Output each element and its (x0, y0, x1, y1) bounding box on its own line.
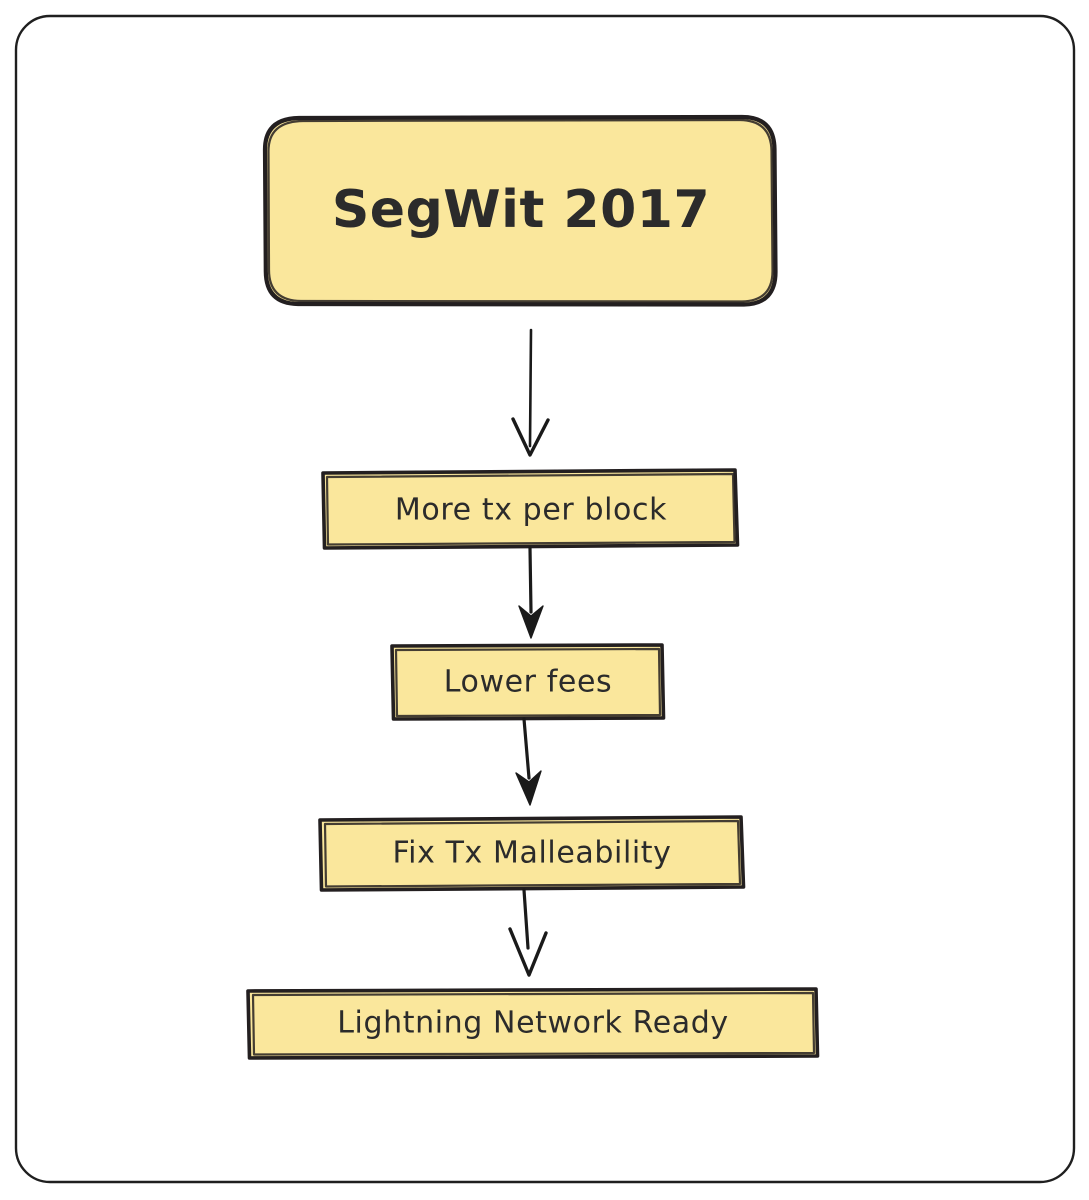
node-root[interactable]: SegWit 2017 (262, 114, 778, 307)
edge-root-to-n1-arrowhead (511, 417, 550, 457)
node-n1[interactable]: More tx per block (321, 468, 740, 550)
node-n3-fill (321, 817, 744, 890)
node-root-border-sketch (267, 118, 774, 303)
node-root-fill (265, 117, 776, 305)
node-n3-border-sketch (323, 819, 742, 888)
node-n4-fill (249, 989, 818, 1058)
node-n3[interactable]: Fix Tx Malleability (318, 815, 746, 892)
node-n2-fill (393, 645, 664, 719)
node-n2-label: Lower fees (444, 665, 613, 700)
node-n1-label: More tx per block (395, 493, 667, 528)
node-n3-border (318, 815, 746, 892)
node-n3-label: Fix Tx Malleability (392, 836, 671, 871)
node-n1-border (321, 468, 740, 550)
edge-n1-to-n2-arrowhead (518, 605, 544, 639)
node-root-label: SegWit 2017 (332, 180, 710, 240)
edge-root-to-n1-line (528, 328, 533, 448)
edge-n1-to-n2 (518, 546, 544, 639)
node-n2[interactable]: Lower fees (390, 643, 666, 721)
edge-n2-to-n3-arrowhead (515, 770, 542, 806)
node-n1-border-sketch (325, 472, 736, 546)
edge-root-to-n1 (511, 328, 550, 457)
node-n4-border (246, 987, 820, 1060)
edge-n3-to-n4 (508, 888, 548, 977)
node-root-border (262, 114, 778, 307)
node-n4-border-sketch (251, 991, 816, 1056)
node-n4[interactable]: Lightning Network Ready (246, 987, 820, 1060)
node-n1-fill (324, 470, 738, 548)
edge-n1-to-n2-line (528, 546, 533, 614)
node-n4-label: Lightning Network Ready (337, 1006, 729, 1041)
outer-frame (14, 14, 1076, 1184)
edge-n3-to-n4-arrowhead (508, 927, 548, 977)
node-n2-border (390, 643, 666, 721)
edge-n2-to-n3 (515, 717, 542, 806)
edge-n3-to-n4-line (522, 888, 530, 950)
node-n2-border-sketch (394, 647, 662, 718)
edge-n2-to-n3-line (522, 717, 531, 780)
